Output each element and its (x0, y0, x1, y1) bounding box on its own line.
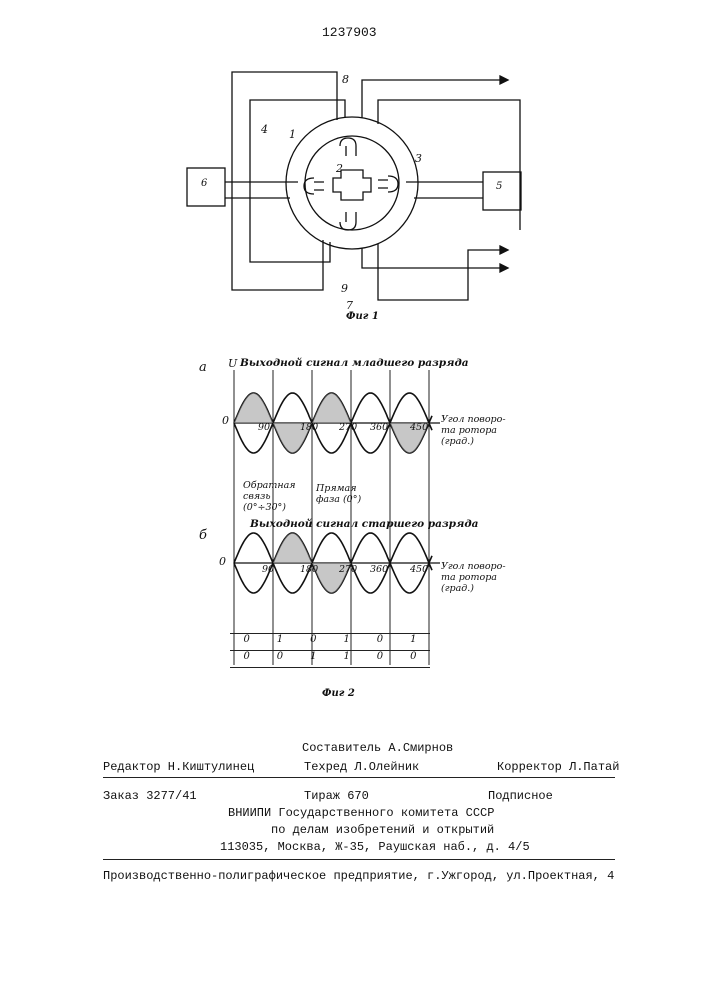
annot-reverse: Обратнаясвязь(0°÷30°) (243, 480, 296, 513)
code-cell: 1 (397, 634, 430, 650)
address: 113035, Москва, Ж-35, Раушская наб., д. … (220, 840, 530, 854)
wave-a-hatch (234, 393, 273, 423)
label-2: 2 (336, 162, 343, 175)
part-b-letter: б (199, 528, 207, 543)
divider-2 (103, 859, 615, 860)
wave-a-upper (234, 393, 432, 423)
patent-number: 1237903 (322, 25, 377, 40)
part-b-tick-450: 450 (410, 564, 428, 575)
part-b-tick-90: 90 (262, 564, 274, 575)
part-b-xlabel: Угол поворо-та ротора(град.) (441, 561, 506, 594)
subscription: Подписное (488, 789, 553, 803)
fig1-caption: Фиг 1 (346, 311, 379, 322)
circulation: Тираж 670 (304, 789, 369, 803)
part-a-title: Выходной сигнал младшего разряда (240, 357, 469, 369)
code-cell: 0 (363, 651, 396, 667)
part-a-tick-180: 180 (300, 422, 318, 433)
part-a-tick-270: 270 (339, 422, 357, 433)
code-cell: 1 (330, 651, 363, 667)
org-line-1: ВНИИПИ Государственного комитета СССР (228, 806, 494, 820)
code-cell: 0 (297, 634, 330, 650)
part-a-letter: а (199, 360, 207, 375)
label-6: 6 (201, 178, 207, 189)
label-3: 3 (415, 152, 422, 165)
divider-1 (103, 777, 615, 778)
part-b-tick-180: 180 (300, 564, 318, 575)
compiler: Составитель А.Смирнов (302, 741, 453, 755)
code-cell: 1 (330, 634, 363, 650)
stator-circle (286, 117, 418, 249)
code-cell: 1 (263, 634, 296, 650)
part-a-tick-360: 360 (370, 422, 388, 433)
org-line-2: по делам изобретений и открытий (271, 823, 494, 837)
code-cell: 0 (230, 634, 263, 650)
part-b-title: Выходной сигнал старшего разряда (250, 518, 478, 530)
fig2-caption: Фиг 2 (322, 688, 355, 699)
order: Заказ 3277/41 (103, 789, 197, 803)
part-b-zero: 0 (219, 555, 226, 568)
label-5: 5 (496, 181, 502, 192)
code-cell: 1 (297, 651, 330, 667)
code-cell: 0 (363, 634, 396, 650)
plant: Производственно-полиграфическое предприя… (103, 869, 614, 883)
part-b-tick-270: 270 (339, 564, 357, 575)
wave-a-hatch (312, 393, 351, 423)
part-a-tick-450: 450 (410, 422, 428, 433)
part-a-tick-90: 90 (258, 422, 270, 433)
label-4: 4 (261, 123, 268, 136)
annot-direct: Прямаяфаза (0°) (316, 483, 361, 505)
code-row-high: 0 0 1 1 0 0 (230, 651, 430, 668)
wave-b-upper (234, 533, 432, 563)
code-cell: 0 (263, 651, 296, 667)
techred: Техред Л.Олейник (304, 760, 419, 774)
code-cell: 0 (230, 651, 263, 667)
code-cell: 0 (397, 651, 430, 667)
part-a-zero: 0 (222, 414, 229, 427)
part-a-xlabel: Угол поворо-та ротора(град.) (441, 414, 506, 447)
rotor-circle (305, 136, 399, 230)
code-row-low: 0 1 0 1 0 1 (230, 633, 430, 651)
label-1: 1 (289, 128, 296, 141)
code-table: 0 1 0 1 0 1 0 0 1 1 0 0 (230, 633, 430, 667)
label-9: 9 (341, 282, 348, 295)
axis-u-label: U (228, 357, 237, 370)
label-8: 8 (342, 73, 349, 86)
wave-b-hatch (273, 533, 312, 563)
corrector: Корректор Л.Патай (497, 760, 619, 774)
editor: Редактор Н.Киштулинец (103, 760, 254, 774)
part-b-tick-360: 360 (370, 564, 388, 575)
